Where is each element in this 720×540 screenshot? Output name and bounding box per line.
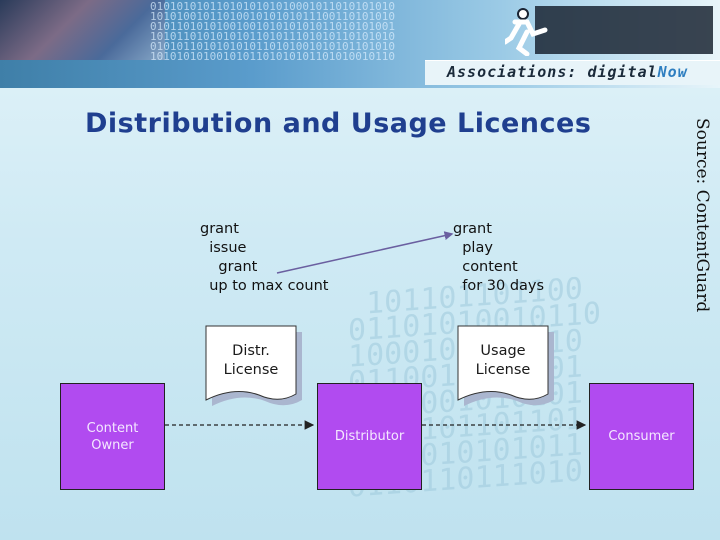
logo-prefix: Associations:	[447, 63, 578, 81]
distributor-label: Distributor	[334, 429, 405, 444]
content-owner-label: Content Owner	[86, 420, 139, 453]
consumer-node: Consumer	[589, 383, 694, 490]
distributor-node: Distributor	[317, 383, 422, 490]
usage-license-label: Usage License	[458, 342, 548, 380]
logo-digital: digital	[587, 63, 658, 81]
distr-license-label: Distr. License	[206, 342, 296, 380]
content-owner-node: Content Owner	[60, 383, 165, 490]
logo-bar: Associations: digitalNow	[425, 60, 720, 85]
usage-license-document-icon	[457, 325, 554, 406]
distr-license-text: Distr. License	[223, 343, 279, 378]
brand-logo: Associations: digitalNow	[447, 63, 688, 81]
logo-now: Now	[657, 63, 688, 81]
header-photo	[0, 0, 165, 60]
runner-logo-icon	[505, 6, 713, 56]
usage-license-text: Usage License	[475, 343, 531, 378]
consumer-label: Consumer	[608, 429, 675, 444]
grant-left-text: grant issue grant up to max count	[200, 221, 329, 294]
slide-title: Distribution and Usage Licences	[85, 108, 592, 139]
distr-license-document-icon	[205, 325, 302, 406]
binary-pattern-header: 0101010101101010101010001011010101010 10…	[150, 2, 396, 62]
grant-right-text: grant play content for 30 days	[453, 221, 545, 294]
grant-link-arrow	[276, 231, 454, 274]
